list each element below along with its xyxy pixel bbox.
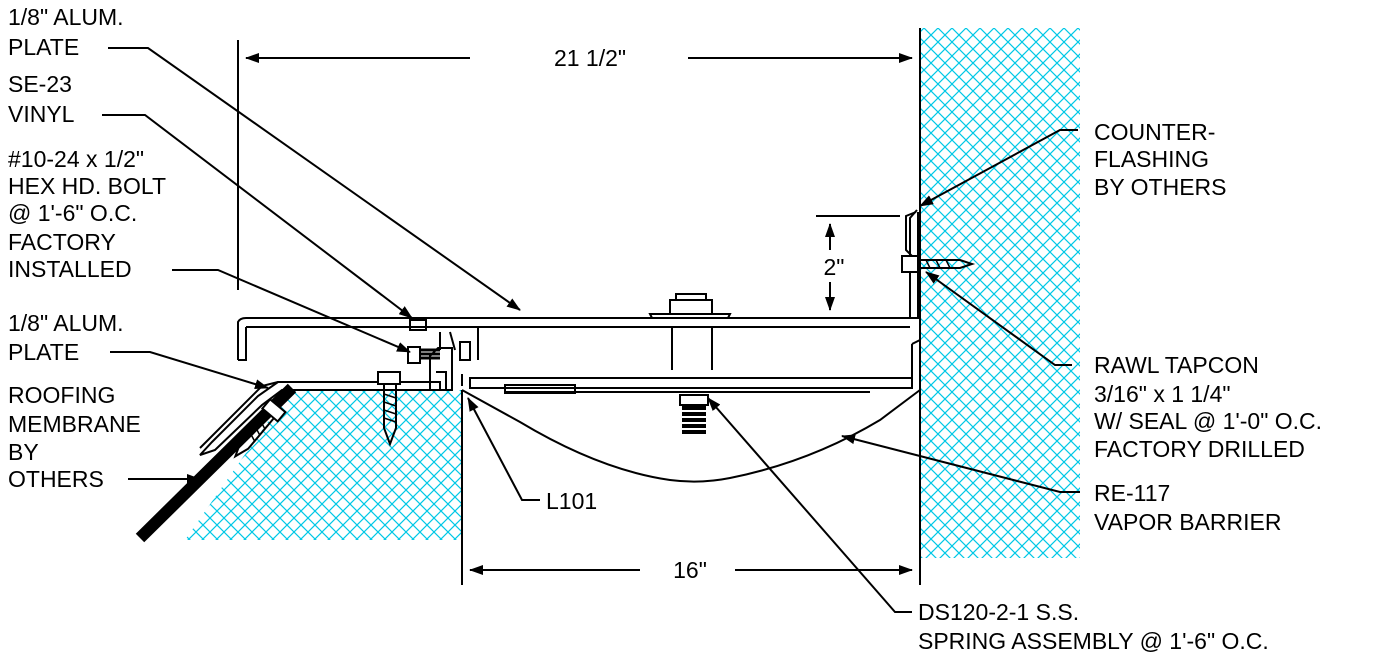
svg-text:COUNTER-: COUNTER- — [1094, 119, 1215, 145]
leader-counter-flashing — [919, 129, 1078, 207]
label-alum-plate-lower: 1/8" ALUM. PLATE — [8, 310, 124, 365]
label-se23-vinyl: SE-23 VINYL — [8, 71, 75, 127]
svg-text:SE-23: SE-23 — [8, 71, 72, 97]
lower-alum-plate — [199, 381, 441, 456]
spring-coil — [679, 394, 709, 434]
dimension-flange-height: 2" — [816, 215, 900, 311]
leader-hex-bolt — [172, 269, 411, 353]
leader-rawl-tapcon — [925, 271, 1072, 366]
label-hex-bolt: #10-24 x 1/2" HEX HD. BOLT @ 1'-6" O.C. … — [8, 146, 166, 282]
leader-vapor-barrier — [841, 434, 1080, 493]
leader-spring-assembly — [707, 397, 912, 613]
label-counter-flashing: COUNTER- FLASHING BY OTHERS — [1094, 119, 1227, 200]
label-alum-plate-top: 1/8" ALUM. PLATE — [8, 4, 124, 60]
svg-text:DS120-2-1 S.S.: DS120-2-1 S.S. — [918, 599, 1079, 625]
right-wall-substrate — [920, 28, 1080, 558]
hex-head-bolt — [407, 346, 440, 364]
leader-se23-vinyl — [102, 114, 413, 319]
svg-text:SPRING ASSEMBLY @ 1'-6" O.C.: SPRING ASSEMBLY @ 1'-6" O.C. — [918, 628, 1269, 654]
dim-flange-height-text: 2" — [824, 254, 845, 280]
svg-text:ROOFING: ROOFING — [8, 382, 115, 408]
svg-text:@ 1'-6" O.C.: @ 1'-6" O.C. — [8, 200, 137, 226]
svg-text:MEMBRANE: MEMBRANE — [8, 411, 141, 437]
svg-text:BY OTHERS: BY OTHERS — [1094, 174, 1227, 200]
svg-text:RE-117: RE-117 — [1094, 480, 1170, 506]
leader-alum-plate-lower — [110, 351, 269, 389]
svg-text:FLASHING: FLASHING — [1094, 146, 1209, 172]
vinyl-top — [409, 319, 427, 331]
membrane-screw — [233, 397, 287, 459]
label-vapor-barrier: RE-117 VAPOR BARRIER — [1094, 480, 1281, 535]
rawl-tapcon-anchor — [901, 255, 976, 273]
svg-text:1/8" ALUM.: 1/8" ALUM. — [8, 4, 124, 30]
svg-text:1/8" ALUM.: 1/8" ALUM. — [8, 310, 124, 336]
counter-flashing-shape — [905, 211, 917, 259]
svg-text:VINYL: VINYL — [8, 101, 75, 127]
label-l101: L101 — [546, 488, 597, 514]
center-bolt-head — [648, 293, 732, 319]
se23-vinyl-seal — [410, 326, 479, 360]
leader-l101 — [467, 397, 540, 501]
left-deck-substrate — [185, 390, 462, 540]
dim-opening-width-text: 16" — [673, 557, 707, 583]
svg-text:FACTORY: FACTORY — [8, 229, 116, 255]
svg-text:PLATE: PLATE — [8, 34, 79, 60]
cover-plate-flange — [910, 212, 919, 319]
svg-text:INSTALLED: INSTALLED — [8, 256, 132, 282]
svg-text:3/16" x 1 1/4": 3/16" x 1 1/4" — [1094, 381, 1231, 407]
dimension-opening-width: 16" — [461, 545, 921, 585]
top-cover-plate — [237, 209, 918, 361]
vapor-barrier-curve — [461, 389, 921, 483]
label-roofing-membrane: ROOFING MEMBRANE BY OTHERS — [8, 382, 141, 492]
deck-anchor-screw — [377, 371, 401, 447]
dimension-overall-width: 21 1/2" — [237, 40, 913, 290]
svg-text:HEX HD. BOLT: HEX HD. BOLT — [8, 173, 166, 199]
svg-text:BY: BY — [8, 439, 39, 465]
dim-overall-width-text: 21 1/2" — [554, 45, 626, 71]
svg-text:VAPOR BARRIER: VAPOR BARRIER — [1094, 509, 1281, 535]
svg-text:W/ SEAL @ 1'-0" O.C.: W/ SEAL @ 1'-0" O.C. — [1094, 408, 1322, 434]
svg-text:FACTORY DRILLED: FACTORY DRILLED — [1094, 436, 1305, 462]
svg-text:PLATE: PLATE — [8, 339, 79, 365]
leader-alum-plate-top — [108, 47, 521, 311]
svg-text:RAWL TAPCON: RAWL TAPCON — [1094, 352, 1259, 378]
label-rawl-tapcon: RAWL TAPCON 3/16" x 1 1/4" W/ SEAL @ 1'-… — [1094, 352, 1322, 462]
spring-frame — [461, 339, 921, 389]
label-spring-assembly: DS120-2-1 S.S. SPRING ASSEMBLY @ 1'-6" O… — [918, 599, 1269, 654]
svg-text:OTHERS: OTHERS — [8, 466, 104, 492]
svg-text:#10-24 x 1/2": #10-24 x 1/2" — [8, 146, 144, 172]
